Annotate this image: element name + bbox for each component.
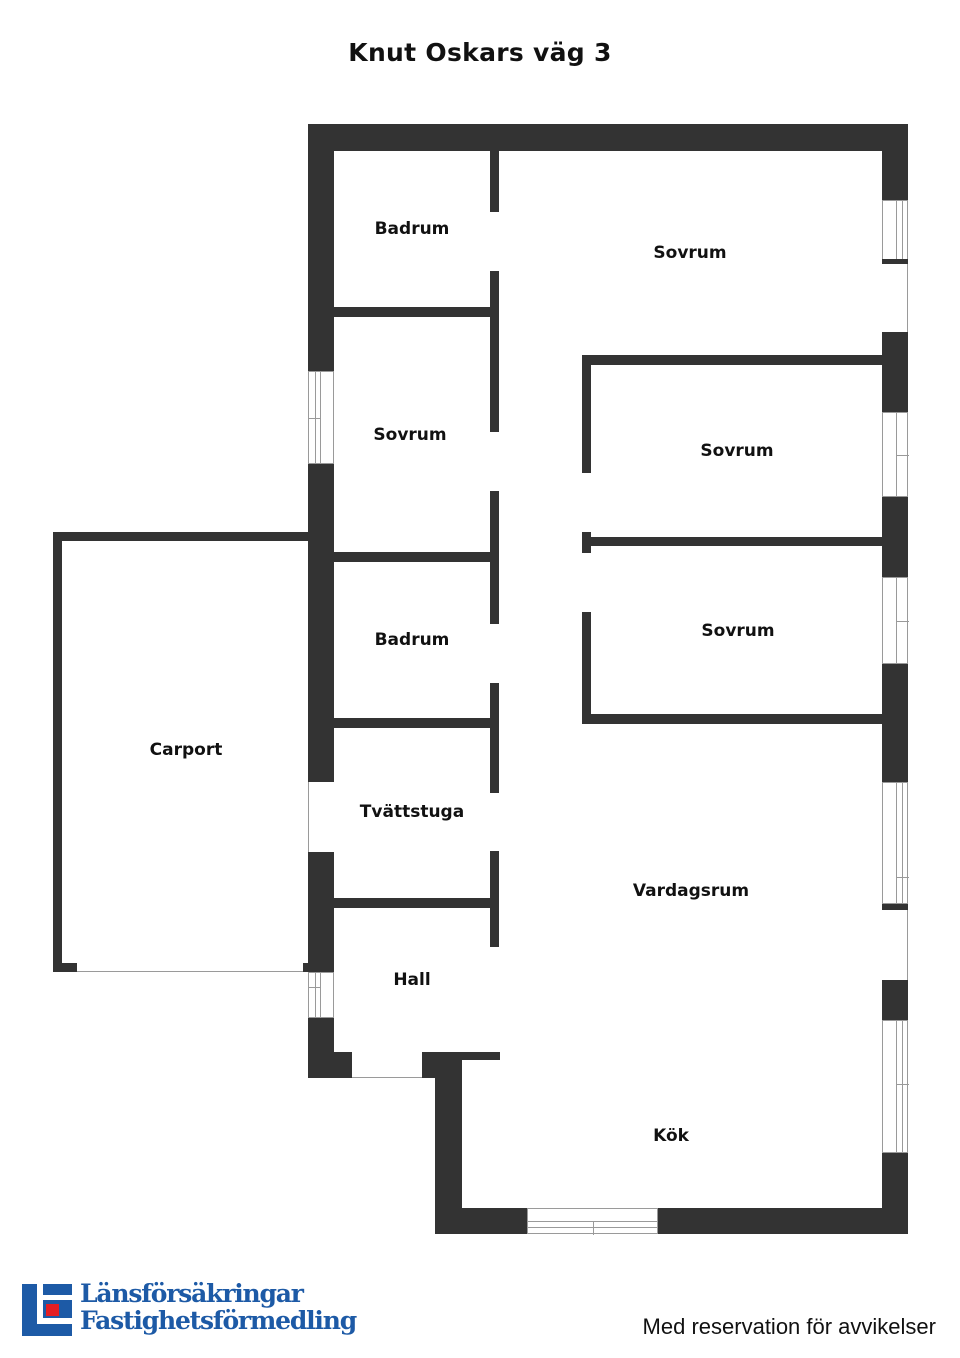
wall-right-3 xyxy=(882,497,908,577)
wall-right-6 xyxy=(882,1153,908,1234)
wall-left-mid xyxy=(308,464,334,782)
wall-corridor-3 xyxy=(490,491,499,624)
room-label-hall: Hall xyxy=(393,970,431,990)
wall-sovrum3-left xyxy=(582,612,591,724)
room-label-sovrum-1: Sovrum xyxy=(653,243,727,263)
wall-right-4 xyxy=(882,664,908,782)
wall-tvattstuga-bottom xyxy=(334,898,494,908)
wall-carport-bottom-left-stub xyxy=(53,963,77,972)
room-label-sovrum-2: Sovrum xyxy=(373,425,447,445)
wall-corridor-5 xyxy=(490,851,499,947)
window-right-sovrum-3 xyxy=(882,577,909,664)
room-label-sovrum-4: Sovrum xyxy=(701,621,775,641)
wall-right-1 xyxy=(882,124,908,200)
door-opening-right-2 xyxy=(907,910,908,980)
brand-name: Länsförsäkringar Fastighetsförmedling xyxy=(80,1279,357,1335)
wall-right-window-sill-2 xyxy=(882,904,908,910)
wall-corridor-1 xyxy=(490,151,499,212)
wall-sovrum2-left xyxy=(582,355,591,473)
wall-sovrum-bottom xyxy=(334,552,494,562)
wall-badrum1-bottom xyxy=(334,307,494,317)
window-right-kok xyxy=(882,1020,909,1153)
room-label-sovrum-3: Sovrum xyxy=(700,441,774,461)
brand-logo-icon xyxy=(22,1284,72,1336)
room-label-badrum-2: Badrum xyxy=(374,630,450,650)
wall-top xyxy=(308,124,908,151)
window-kitchen-bottom xyxy=(527,1208,658,1235)
wall-carport-left xyxy=(53,532,62,972)
room-label-carport: Carport xyxy=(149,740,223,760)
window-right-sovrum-2 xyxy=(882,412,909,497)
door-opening-tvattstuga xyxy=(308,782,309,852)
carport-opening xyxy=(77,971,303,972)
brand-line-1: Länsförsäkringar xyxy=(80,1279,304,1308)
wall-hall-kitchen-stub xyxy=(462,1052,500,1060)
brand-line-2: Fastighetsförmedling xyxy=(80,1306,357,1335)
wall-right-2 xyxy=(882,332,908,412)
room-label-vardagsrum: Vardagsrum xyxy=(632,881,750,901)
disclaimer-text: Med reservation för avvikelser xyxy=(642,1314,936,1339)
wall-badrum2-bottom xyxy=(334,718,494,728)
room-label-kok: Kök xyxy=(653,1126,689,1146)
wall-left-lower xyxy=(308,852,334,972)
window-right-sovrum-1 xyxy=(882,200,908,260)
wall-kitchen-bottom-right xyxy=(658,1208,908,1234)
wall-kitchen-bottom-left xyxy=(435,1208,527,1234)
wall-corridor-4 xyxy=(490,683,499,793)
wall-hall-bottom-left xyxy=(308,1052,352,1078)
wall-carport-bottom-right-stub xyxy=(303,963,309,972)
door-opening-right-1 xyxy=(907,264,908,332)
wall-corridor-2 xyxy=(490,271,499,432)
floor-plan-title: Knut Oskars väg 3 xyxy=(348,38,612,67)
window-left-sovrum xyxy=(308,371,334,464)
wall-left-upper xyxy=(308,124,334,371)
entrance-door-opening xyxy=(352,1077,422,1078)
wall-sovrum3-bottom xyxy=(582,714,882,724)
window-left-hall xyxy=(308,972,334,1018)
window-right-vardagsrum xyxy=(882,782,909,904)
wall-kitchen-left xyxy=(435,1052,462,1234)
room-label-tvattstuga: Tvättstuga xyxy=(359,802,465,822)
wall-right-window-sill-1 xyxy=(882,259,908,264)
room-label-badrum-1: Badrum xyxy=(374,219,450,239)
wall-sovrum-divider xyxy=(582,537,882,546)
wall-carport-top xyxy=(53,532,308,541)
wall-sovrum2-top xyxy=(582,355,882,365)
wall-right-5 xyxy=(882,980,908,1020)
